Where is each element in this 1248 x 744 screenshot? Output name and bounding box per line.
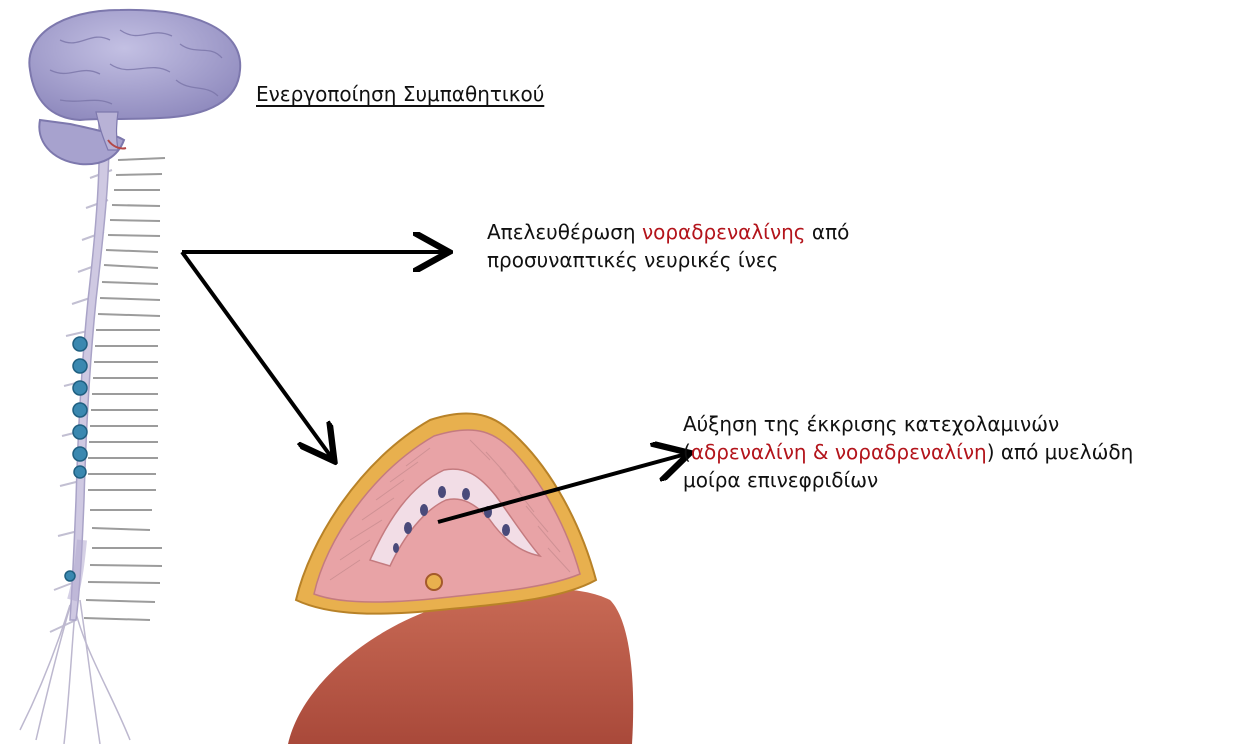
label-line: προσυναπτικές νευρικές ίνες — [487, 246, 849, 274]
nervous-system-illustration — [20, 10, 240, 744]
highlight-catecholamines: αδρεναλίνη & νοραδρεναλίνη — [691, 440, 987, 464]
label-line: Αύξηση της έκκρισης κατεχολαμινών — [683, 410, 1133, 438]
label-line: Απελευθέρωση νοραδρεναλίνης από — [487, 218, 849, 246]
cauda-equina — [20, 600, 130, 744]
adrenal-gland-illustration — [288, 413, 633, 744]
brain — [29, 10, 240, 164]
central-vein — [426, 574, 442, 590]
adrenal-cortex — [314, 430, 580, 602]
text-segment: Απελευθέρωση — [487, 220, 642, 244]
label-line: (αδρεναλίνη & νοραδρεναλίνη) από μυελώδη — [683, 438, 1133, 466]
noradrenaline-release-label: Απελευθέρωση νοραδρεναλίνης από προσυναπ… — [487, 218, 849, 274]
text-segment: από — [806, 220, 850, 244]
arrow-to-adrenal-gland — [182, 252, 332, 458]
label-line: μοίρα επινεφριδίων — [683, 466, 1133, 494]
text-segment: ) από μυελώδη — [987, 440, 1134, 464]
catecholamine-secretion-label: Αύξηση της έκκρισης κατεχολαμινών (αδρεν… — [683, 410, 1133, 494]
text-segment: ( — [683, 440, 691, 464]
diagram-title: Ενεργοποίηση Συμπαθητικού — [256, 80, 544, 108]
highlight-noradrenaline: νοραδρεναλίνης — [642, 220, 806, 244]
